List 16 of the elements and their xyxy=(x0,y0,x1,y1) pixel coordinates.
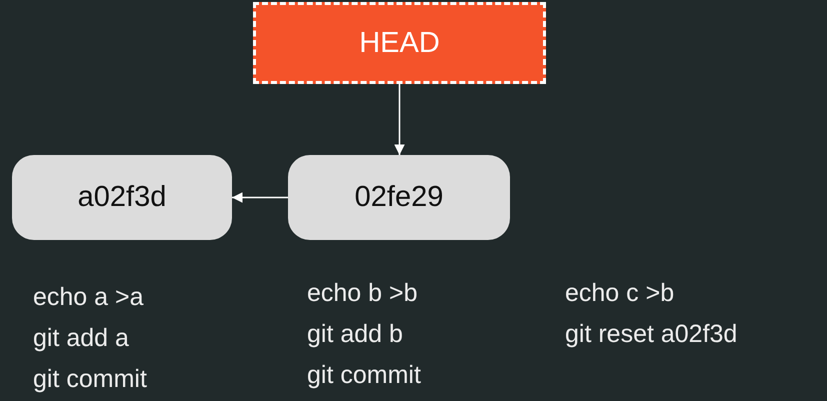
commit-box xyxy=(12,155,232,240)
commit-box xyxy=(288,155,510,240)
command-text: git add b xyxy=(307,320,403,349)
command-text: git commit xyxy=(33,365,147,394)
command-text: echo c >b xyxy=(565,279,674,308)
node-label: 02fe29 xyxy=(354,181,444,214)
command-text: git add a xyxy=(33,324,129,353)
head-pointer-box xyxy=(253,2,546,84)
command-text: git commit xyxy=(307,361,421,390)
arrow xyxy=(394,84,405,155)
node-label: HEAD xyxy=(359,26,440,60)
command-text: git reset a02f3d xyxy=(565,320,738,349)
command-text: echo a >a xyxy=(33,283,144,312)
arrow xyxy=(232,192,288,203)
command-text: echo b >b xyxy=(307,279,418,308)
node-label: a02f3d xyxy=(78,181,166,214)
